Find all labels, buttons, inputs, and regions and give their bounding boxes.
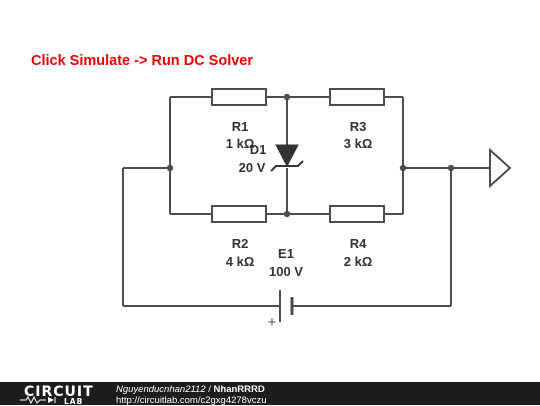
node-dot [283, 93, 291, 101]
label-d1-value: 20 V [239, 160, 266, 175]
logo-wave-icon [20, 396, 56, 404]
label-r2-value: 4 kΩ [226, 254, 255, 269]
resistor-r1[interactable] [211, 88, 267, 106]
label-r2-name: R2 [232, 236, 249, 251]
diode-triangle [275, 144, 299, 168]
output-port-icon[interactable] [489, 147, 512, 189]
label-r4-value: 2 kΩ [344, 254, 373, 269]
diode-bar [270, 160, 304, 172]
battery-plus-sign: + [268, 314, 277, 331]
resistor-r2[interactable] [211, 205, 267, 223]
wires [122, 96, 490, 307]
instruction-text: Click Simulate -> Run DC Solver [31, 53, 253, 69]
label-e1-value: 100 V [269, 264, 303, 279]
node-dot [166, 164, 174, 172]
node-dot [447, 164, 455, 172]
label-r3-value: 3 kΩ [344, 136, 373, 151]
footer-bar [0, 382, 540, 405]
node-dot [399, 164, 407, 172]
author-line: Nguyenducnhan2112 / NhanRRRD [116, 384, 265, 395]
logo-lab-text: LAB [64, 397, 84, 406]
label-r1-value: 1 kΩ [226, 136, 255, 151]
resistor-r4[interactable] [329, 205, 385, 223]
label-r3-name: R3 [350, 119, 367, 134]
author-name[interactable]: Nguyenducnhan2112 [116, 384, 206, 395]
zener-diode-d1[interactable] [270, 144, 304, 172]
node-dots [166, 93, 455, 218]
node-dot [283, 210, 291, 218]
logo-circuit-text: CIRCUIT [24, 384, 94, 400]
label-r4-name: R4 [350, 236, 367, 251]
label-e1-name: E1 [278, 246, 294, 261]
project-name[interactable]: NhanRRRD [213, 384, 265, 395]
label-d1-name: D1 [250, 142, 267, 157]
battery-e1[interactable] [279, 290, 294, 322]
project-url[interactable]: http://circuitlab.com/c2gxg4278vczu [116, 395, 267, 406]
label-r1-name: R1 [232, 119, 249, 134]
author-separator: / [205, 384, 214, 395]
resistor-r3[interactable] [329, 88, 385, 106]
